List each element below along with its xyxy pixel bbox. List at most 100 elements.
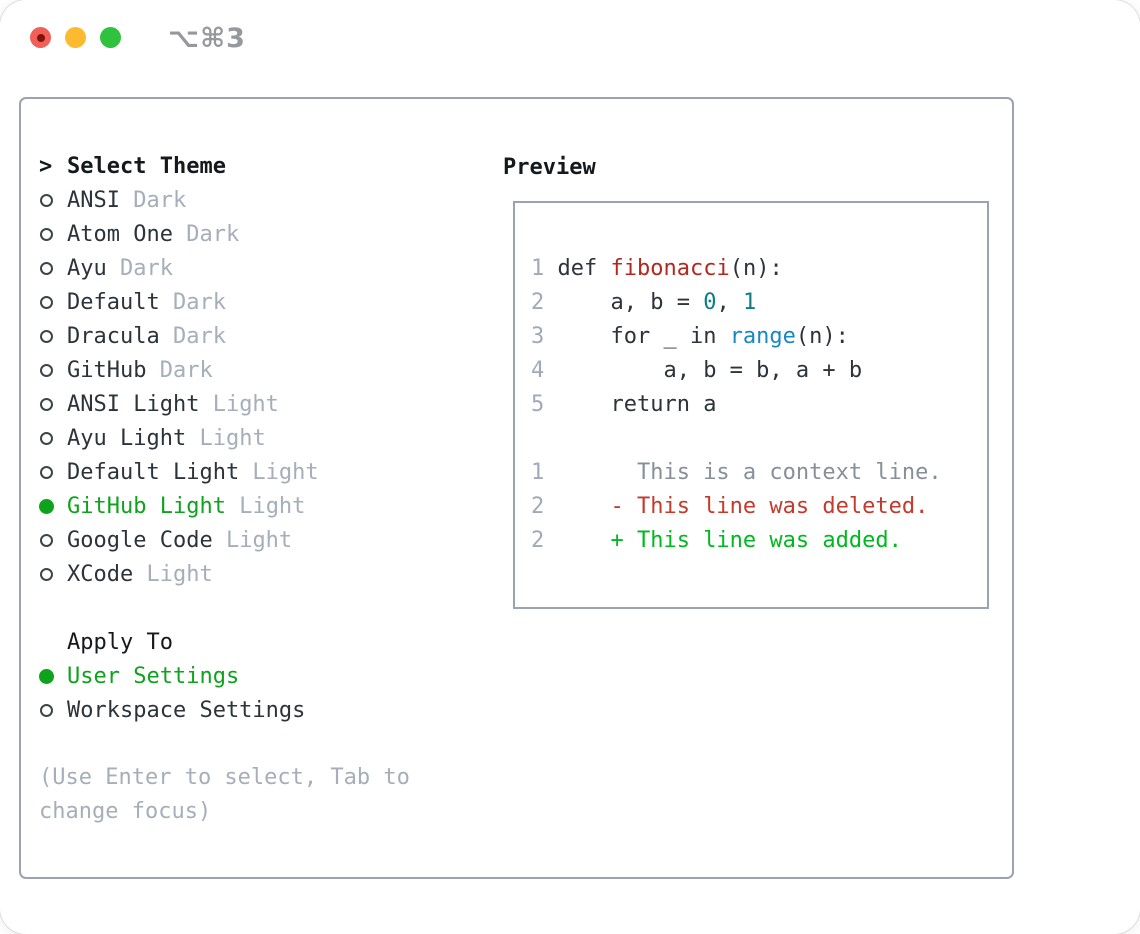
apply-option-workspace-settings[interactable]: Workspace Settings xyxy=(39,693,463,727)
code-segment: (n): xyxy=(795,324,849,349)
radio-icon xyxy=(40,397,53,411)
radio-icon xyxy=(40,431,53,445)
option-label: Default xyxy=(67,289,160,315)
apply-to-title: Apply To xyxy=(67,629,173,655)
theme-option-ansi-light[interactable]: ANSI Light Light xyxy=(39,387,463,421)
radio-icon xyxy=(40,703,53,717)
radio-icon xyxy=(40,295,53,309)
option-label: Default Light xyxy=(67,459,240,485)
option-label: Google Code xyxy=(67,527,213,553)
code-segment: a, b = b, a + b xyxy=(544,358,863,383)
option-label: Ayu Light xyxy=(67,425,187,451)
code-line: 3 for _ in range(n): xyxy=(531,320,987,354)
theme-option-ansi[interactable]: ANSI Dark xyxy=(39,183,463,217)
radio-icon xyxy=(40,261,53,275)
close-button[interactable] xyxy=(30,27,51,48)
window-title: ⌥⌘3 xyxy=(168,23,246,54)
code-line: 2 a, b = 0, 1 xyxy=(531,286,987,320)
diff-line: 2 + This line was added. xyxy=(531,524,987,558)
code-segment: (n): xyxy=(729,256,783,281)
theme-option-github-light[interactable]: GitHub Light Light xyxy=(39,489,463,523)
option-label: Ayu xyxy=(67,255,107,281)
theme-option-default-light[interactable]: Default Light Light xyxy=(39,455,463,489)
radio-icon xyxy=(40,227,53,241)
line-number: 2 xyxy=(531,494,545,519)
radio-icon xyxy=(40,567,53,581)
option-variant-label: Light xyxy=(199,391,279,417)
radio-icon xyxy=(40,533,53,547)
option-variant-label: Dark xyxy=(172,221,240,247)
titlebar: ⌥⌘3 xyxy=(0,0,1140,78)
option-variant-label: Dark xyxy=(146,357,213,383)
option-variant-label: Dark xyxy=(159,323,226,349)
option-label: ANSI Light xyxy=(67,391,200,417)
line-number: 2 xyxy=(531,290,545,315)
code-segment: 1 xyxy=(742,290,757,315)
theme-option-xcode[interactable]: XCode Light xyxy=(39,557,463,591)
theme-list-header: > Select Theme xyxy=(39,149,463,183)
code-line: 4 a, b = b, a + b xyxy=(531,354,987,388)
theme-option-atom-one[interactable]: Atom One Dark xyxy=(39,217,463,251)
code-segment: - This line was deleted. xyxy=(544,494,929,519)
line-number: 1 xyxy=(531,460,545,485)
spacer xyxy=(39,727,463,761)
spacer xyxy=(531,422,987,456)
code-segment: + This line was added. xyxy=(544,528,902,553)
theme-list-title: Select Theme xyxy=(67,153,226,179)
code-segment: a, b = xyxy=(544,290,704,315)
apply-to-header: Apply To xyxy=(39,625,463,659)
radio-selected-icon xyxy=(39,668,54,684)
code-line: 5 return a xyxy=(531,388,987,422)
theme-option-google-code[interactable]: Google Code Light xyxy=(39,523,463,557)
theme-option-ayu-light[interactable]: Ayu Light Light xyxy=(39,421,463,455)
option-label: Dracula xyxy=(67,323,160,349)
radio-icon xyxy=(40,193,53,207)
option-label: XCode xyxy=(67,561,134,587)
option-variant-label: Light xyxy=(186,425,266,451)
code-segment: def xyxy=(544,256,611,281)
option-label: Atom One xyxy=(67,221,173,247)
line-number: 5 xyxy=(531,392,545,417)
theme-option-dracula[interactable]: Dracula Dark xyxy=(39,319,463,353)
code-segment: range xyxy=(729,324,796,349)
line-number: 1 xyxy=(531,256,545,281)
zoom-button[interactable] xyxy=(100,27,121,48)
code-segment: This is a context line. xyxy=(544,460,942,485)
code-segment: 0 xyxy=(703,290,717,315)
preview-title: Preview xyxy=(503,154,596,180)
option-variant-label: Dark xyxy=(106,255,173,281)
theme-option-ayu[interactable]: Ayu Dark xyxy=(39,251,463,285)
code-line: 1 def fibonacci(n): xyxy=(531,252,987,286)
radio-icon xyxy=(40,465,53,479)
option-variant-label: Dark xyxy=(159,289,226,315)
radio-icon xyxy=(40,329,53,343)
option-variant-label: Dark xyxy=(119,187,187,213)
selection-caret-icon: > xyxy=(39,153,53,179)
traffic-lights xyxy=(30,27,121,48)
option-label: User Settings xyxy=(67,663,240,689)
diff-line: 1 This is a context line. xyxy=(531,456,987,490)
code-segment: fibonacci xyxy=(610,256,730,281)
help-text: (Use Enter to select, Tab to change focu… xyxy=(39,765,410,824)
option-label: ANSI xyxy=(67,187,120,213)
option-variant-label: Light xyxy=(212,527,293,553)
close-dot-icon xyxy=(36,33,45,42)
theme-option-default[interactable]: Default Dark xyxy=(39,285,463,319)
theme-option-github[interactable]: GitHub Dark xyxy=(39,353,463,387)
line-number: 4 xyxy=(531,358,545,383)
preview-pane: Preview 1 def fibonacci(n):2 a, b = 0, 1… xyxy=(503,150,989,609)
radio-icon xyxy=(40,363,53,377)
code-segment: , xyxy=(716,290,743,315)
line-number: 3 xyxy=(531,324,545,349)
option-label: Workspace Settings xyxy=(67,697,306,723)
code-segment: for _ in xyxy=(544,324,730,349)
minimize-button[interactable] xyxy=(65,27,86,48)
apply-option-user-settings[interactable]: User Settings xyxy=(39,659,463,693)
